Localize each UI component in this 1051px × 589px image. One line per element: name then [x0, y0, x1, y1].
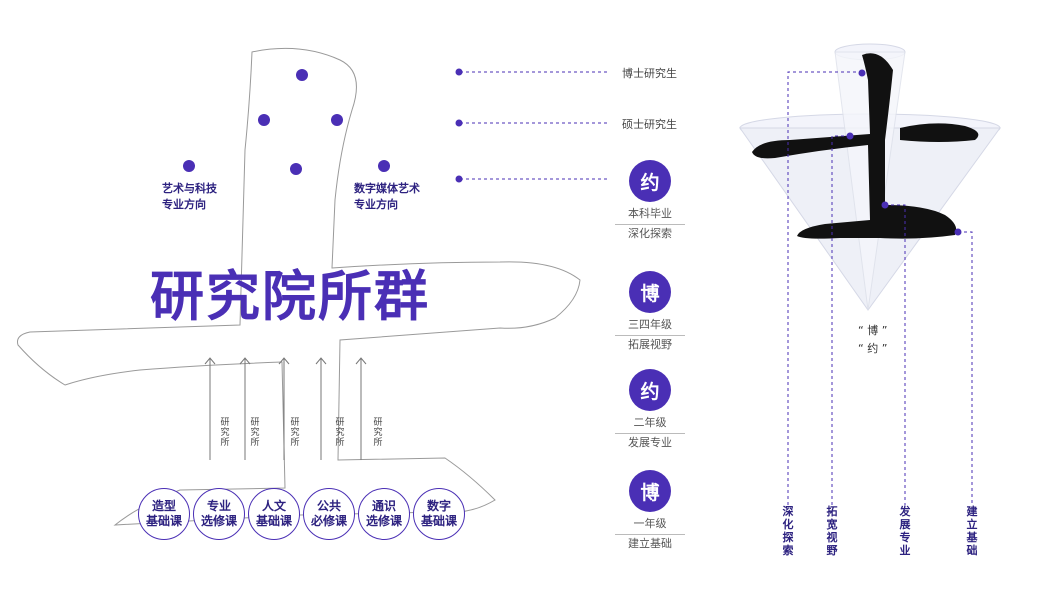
calligraphy-shi: [752, 53, 979, 239]
bottom-label: 拓宽视野: [826, 505, 838, 557]
level-phd: 博士研究生: [622, 67, 677, 80]
page-title: 研究院所群: [150, 265, 430, 328]
direction-digital-media: 数字媒体艺术 专业方向: [354, 182, 420, 211]
stage-text: 二年级 发展专业: [615, 414, 685, 452]
course-circle: 数字基础课: [413, 488, 465, 540]
stage-badge: 约: [629, 160, 671, 202]
institute-arrows: [204, 357, 367, 460]
dot: [290, 163, 302, 175]
course-circle: 通识选修课: [358, 488, 410, 540]
bottom-label: 建立基础: [966, 505, 978, 557]
institute-label: 研究所: [290, 418, 300, 448]
dot: [331, 114, 343, 126]
course-circle: 专业选修课: [193, 488, 245, 540]
course-circle: 人文基础课: [248, 488, 300, 540]
dot: [183, 160, 195, 172]
institute-label: 研究所: [373, 418, 383, 448]
institute-label: 研究所: [250, 418, 260, 448]
bottom-label: 深化探索: [782, 505, 794, 557]
level-master: 硕士研究生: [622, 118, 677, 131]
stage-text: 本科毕业 深化探索: [615, 205, 685, 243]
quote-yue: “ 约 ”: [858, 342, 888, 355]
quote-bo: “ 博 ”: [858, 324, 888, 337]
stage-badge: 博: [629, 470, 671, 512]
dot: [296, 69, 308, 81]
outline-character-shape: [17, 47, 581, 526]
dot: [258, 114, 270, 126]
stage-text: 三四年级 拓展视野: [615, 316, 685, 354]
course-circle: 造型基础课: [138, 488, 190, 540]
stage-badge: 博: [629, 271, 671, 313]
institute-label: 研究所: [220, 418, 230, 448]
dot: [378, 160, 390, 172]
bottom-label: 发展专业: [899, 505, 911, 557]
stage-text: 一年级 建立基础: [615, 515, 685, 553]
course-circle: 公共必修课: [303, 488, 355, 540]
institute-label: 研究所: [335, 418, 345, 448]
direction-art-tech: 艺术与科技 专业方向: [162, 182, 217, 211]
stage-badge: 约: [629, 369, 671, 411]
